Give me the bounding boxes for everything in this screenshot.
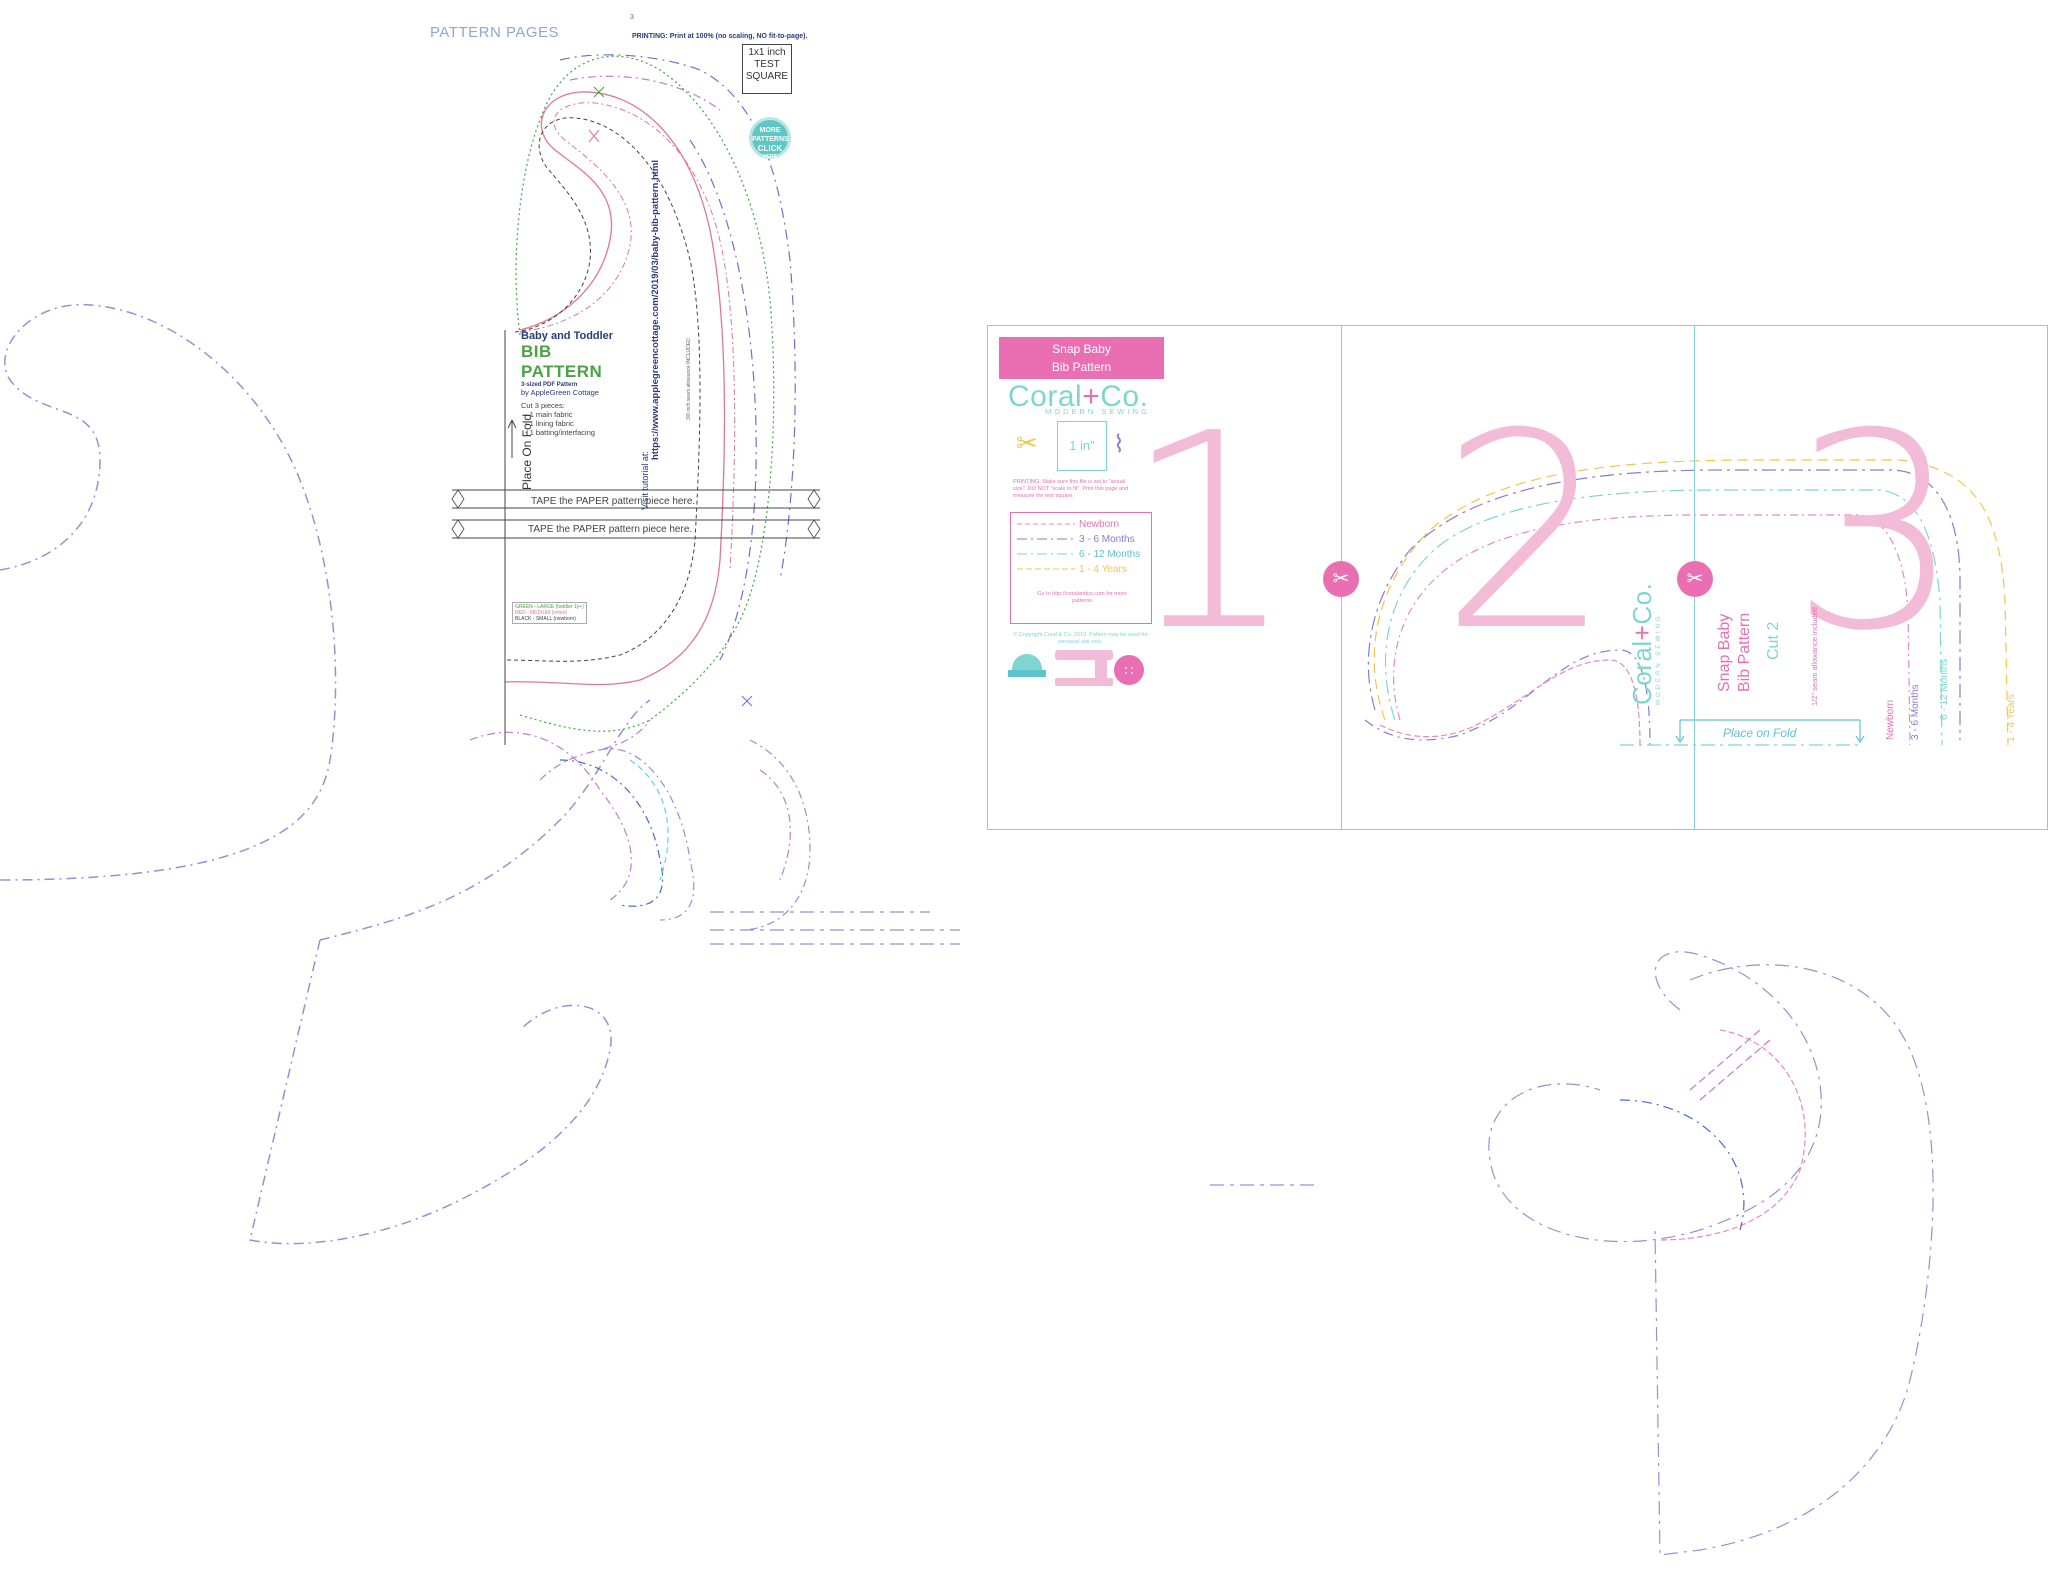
printing-note-right: PRINTING: Make sure this file is set to … — [1013, 479, 1129, 499]
tape-band-2 — [452, 519, 820, 539]
bib3-yellow — [1373, 459, 2009, 746]
bib3-purple — [1367, 469, 1961, 740]
bib-green-curve — [515, 55, 775, 732]
pattern-pages-title: PATTERN PAGES — [430, 24, 560, 41]
cut-item: - 1 batting/interfacing — [525, 428, 596, 437]
size-label-newborn: Newborn — [1885, 699, 1896, 740]
size-legend-box: Newborn 3 - 6 Months 6 - 12 Months 1 - 4… — [1010, 512, 1152, 624]
legend-line-samples — [1017, 523, 1075, 570]
lower-right-bib — [1488, 951, 1822, 1243]
printing-note: PRINTING: Print at 100% (no scaling, NO … — [632, 33, 808, 40]
button-icon: ∷ — [1114, 655, 1144, 685]
size-1-4: 1 - 4 Years — [1079, 564, 1127, 575]
scissors-cut-icon: ✂ — [1323, 561, 1359, 597]
bib-title-line1: Baby and Toddler — [521, 330, 614, 342]
size-legend: GREEN - LARGE (toddler 1y+) RED - MEDIUM… — [512, 602, 587, 624]
tape-band-1 — [452, 489, 820, 509]
size-label-1-4: 1 - 4 Years — [2006, 694, 2017, 742]
tutorial-url[interactable]: https://www.applegreencottage.com/2019/0… — [650, 159, 661, 460]
place-on-fold-right: Place on Fold — [1723, 726, 1797, 740]
size-3-6: 3 - 6 Months — [1079, 534, 1135, 545]
piece-brand: Coral+Co. MODERN SEWING — [1627, 582, 1662, 705]
bib-byline: by AppleGreen Cottage — [521, 388, 599, 397]
snap-baby-banner: Snap Baby Bib Pattern — [999, 337, 1164, 379]
brand-tagline: MODERN SEWING — [1045, 407, 1150, 416]
place-on-fold-label: Place On Fold — [520, 413, 534, 490]
page-number-1: 1 — [1124, 375, 1296, 690]
cut-item: - 1 main fabric — [525, 410, 573, 419]
seam-note: 3/8 inch seam allowance INCLUDED — [686, 338, 692, 420]
tape-text-1: TAPE the PAPER pattern piece here. — [531, 496, 696, 507]
page-number-3: 3 — [1790, 375, 1962, 690]
sewing-machine-icon — [1055, 650, 1113, 686]
bib-subtitle: 3-sized PDF Pattern — [521, 382, 578, 388]
bib3-pink — [1393, 514, 1911, 746]
pincushion-icon — [1008, 652, 1046, 678]
test-square-1in: 1 in" — [1057, 421, 1107, 471]
copyright: © Copyright Coral & Co. 2019. Pattern ma… — [1013, 632, 1148, 645]
left-bib-outline — [0, 304, 337, 881]
bib-title-block: Baby and Toddler BIB PATTERN 3-sized PDF… — [521, 330, 631, 437]
more-patterns-badge[interactable]: MORE PATTERNS CLICK HERE — [749, 117, 791, 160]
piece-title: Snap Baby Bib Pattern — [1716, 612, 1753, 692]
bib3-teal — [1384, 489, 1943, 746]
tape-text-2: TAPE the PAPER pattern piece here. — [528, 524, 693, 535]
piece-seam-note: 1/2" seam allowance included — [1810, 607, 1819, 706]
thread-spool-icon: ⌇ — [1113, 431, 1125, 458]
size-label-3-6: 3 - 6 Months — [1910, 684, 1921, 740]
more-patterns-text: Go to http://coralandco.com for more pat… — [1037, 591, 1127, 604]
bib-black-curve — [504, 117, 701, 662]
lower-left-bib-outline — [249, 699, 651, 1245]
brand-logo: Coral+Co. — [1008, 380, 1149, 413]
bib-title-line2: BIB PATTERN — [521, 342, 603, 381]
piece-cut: Cut 2 — [1765, 621, 1782, 660]
size-6-12: 6 - 12 Months — [1079, 549, 1141, 560]
size-newborn: Newborn — [1079, 519, 1120, 530]
cut-heading: Cut 3 pieces: — [521, 401, 565, 410]
cut-item: - 1 lining fabric — [525, 419, 574, 428]
test-square: 1x1 inch TEST SQUARE — [742, 44, 792, 94]
bib-red-curve — [504, 91, 726, 686]
scissors-icon: ✂ — [1016, 428, 1038, 458]
size-label-6-12: 6 - 12 Months — [1939, 658, 1950, 720]
page-number-2: 2 — [1440, 375, 1612, 690]
scissors-cut-icon: ✂ — [1677, 561, 1713, 597]
page-number: 3 — [630, 14, 634, 21]
